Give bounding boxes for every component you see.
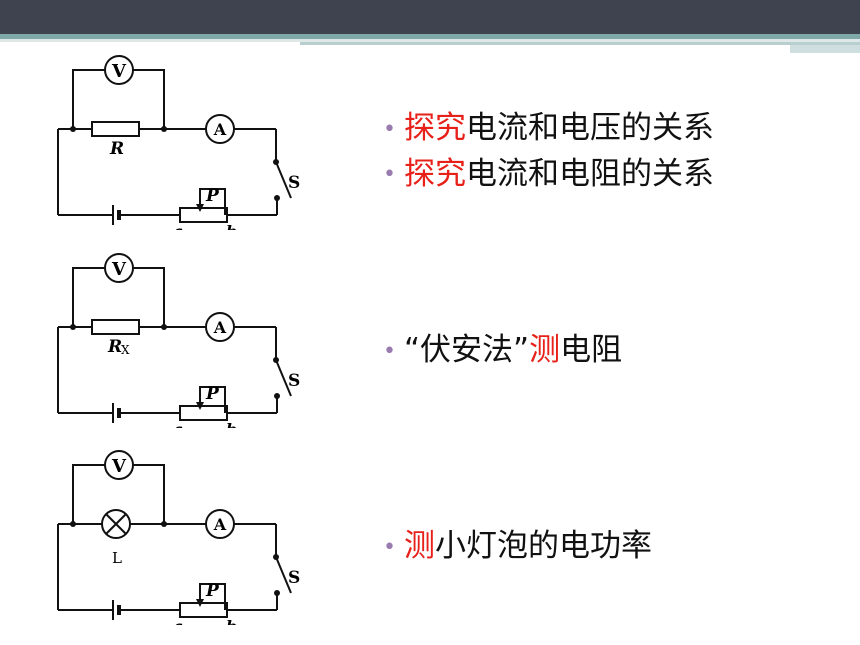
- highlight-text: 测: [403, 528, 435, 564]
- item-text: 电阻: [560, 332, 623, 368]
- resistor-label: R: [109, 139, 124, 159]
- rheostat-end-b: b: [226, 222, 237, 230]
- voltmeter-label: V: [111, 61, 127, 82]
- bullet-icon: •: [383, 116, 396, 142]
- ammeter-label: A: [213, 515, 227, 534]
- title-bar: [0, 0, 860, 34]
- resistor-subscript: X: [121, 343, 130, 357]
- bullet-icon: •: [383, 534, 396, 560]
- experiment-list-top: •探究电流和电压的关系 •探究电流和电阻的关系: [383, 106, 714, 197]
- list-item: • 探究电流和电阻的关系: [383, 152, 714, 198]
- list-item: • “伏安法”测电阻: [383, 328, 622, 374]
- switch-label: S: [288, 371, 300, 391]
- ammeter-label: A: [213, 318, 227, 337]
- bullet-icon: •: [383, 162, 396, 187]
- item-text: 电流和电压的关系: [465, 110, 714, 146]
- voltmeter-label: V: [111, 456, 127, 477]
- accent-stripe-light: [0, 39, 860, 42]
- switch-label: S: [288, 568, 300, 588]
- accent-stripe: [0, 34, 860, 39]
- highlight-text: 探究: [403, 155, 466, 192]
- circuit-diagram-resistor: V A R S P a b: [57, 55, 300, 230]
- accent-stripe-thin: [300, 42, 860, 45]
- rheostat-end-a: a: [173, 420, 183, 428]
- item-text: 小灯泡的电功率: [434, 528, 652, 564]
- rheostat-end-b: b: [226, 617, 237, 625]
- accent-corner: [790, 45, 860, 53]
- lamp-label: L: [112, 549, 122, 567]
- circuit-diagram-lamp: V A L S P a b: [57, 450, 300, 625]
- rheostat-end-b: b: [226, 420, 237, 428]
- highlight-text: 探究: [403, 110, 466, 146]
- slider-label: P: [205, 581, 220, 601]
- slider-label: P: [205, 384, 220, 404]
- slider-label: P: [205, 186, 220, 206]
- resistor-label: R: [107, 337, 122, 357]
- experiment-list-middle: • “伏安法”测电阻: [383, 328, 622, 374]
- circuit-diagram-unknown-resistor: V A R X S P a b: [57, 253, 300, 428]
- item-text: 电流和电阻的关系: [465, 155, 714, 192]
- rheostat-end-a: a: [173, 222, 183, 230]
- list-item: • 测小灯泡的电功率: [383, 524, 652, 570]
- experiment-list-bottom: • 测小灯泡的电功率: [383, 524, 652, 570]
- list-item: • 探究电流和电压的关系: [383, 106, 714, 152]
- rheostat-end-a: a: [173, 617, 183, 625]
- highlight-text: 测: [529, 332, 561, 368]
- ammeter-label: A: [213, 120, 227, 139]
- voltmeter-label: V: [111, 259, 127, 280]
- prefix-text: “伏安法”: [403, 332, 530, 368]
- bullet-icon: •: [383, 338, 396, 364]
- switch-label: S: [288, 173, 300, 193]
